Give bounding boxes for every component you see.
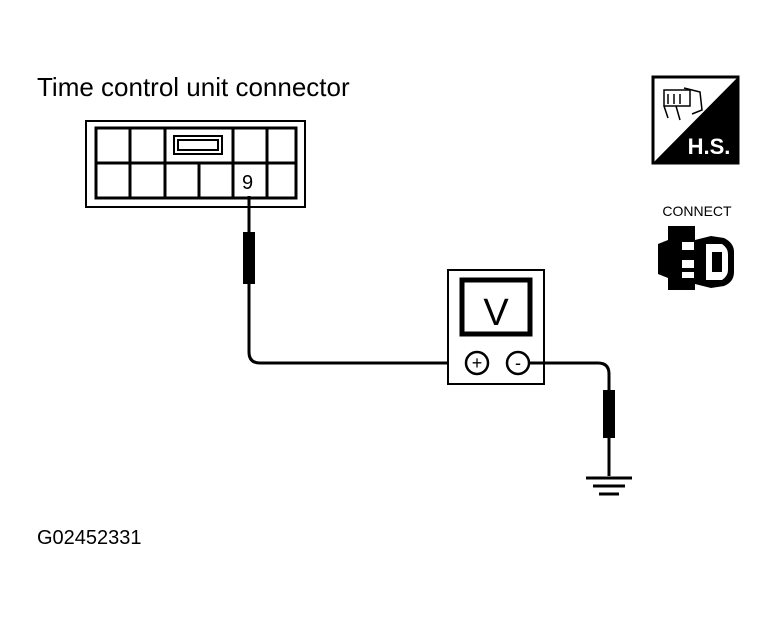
time-control-unit-connector: 9 (85, 120, 306, 208)
positive-terminal-icon (464, 350, 490, 376)
harness-side-icon: H.S. (651, 75, 740, 165)
figure-code: G02452331 (37, 527, 142, 549)
voltage-unit-label: V (483, 292, 509, 334)
positive-probe (243, 196, 460, 365)
harness-side-label: H.S. (688, 134, 731, 159)
ground-icon (586, 476, 632, 496)
connect-icon: CONNECT (658, 203, 734, 290)
terminal-number-label: 9 (242, 172, 253, 194)
positive-test-lead (247, 284, 460, 365)
negative-symbol: - (515, 353, 521, 373)
negative-probe (529, 361, 615, 476)
voltmeter: V + - (447, 269, 545, 385)
diagram-title: Time control unit connector (37, 72, 350, 102)
positive-symbol: + (472, 353, 483, 373)
connect-label: CONNECT (662, 203, 732, 219)
negative-test-lead (529, 361, 611, 390)
